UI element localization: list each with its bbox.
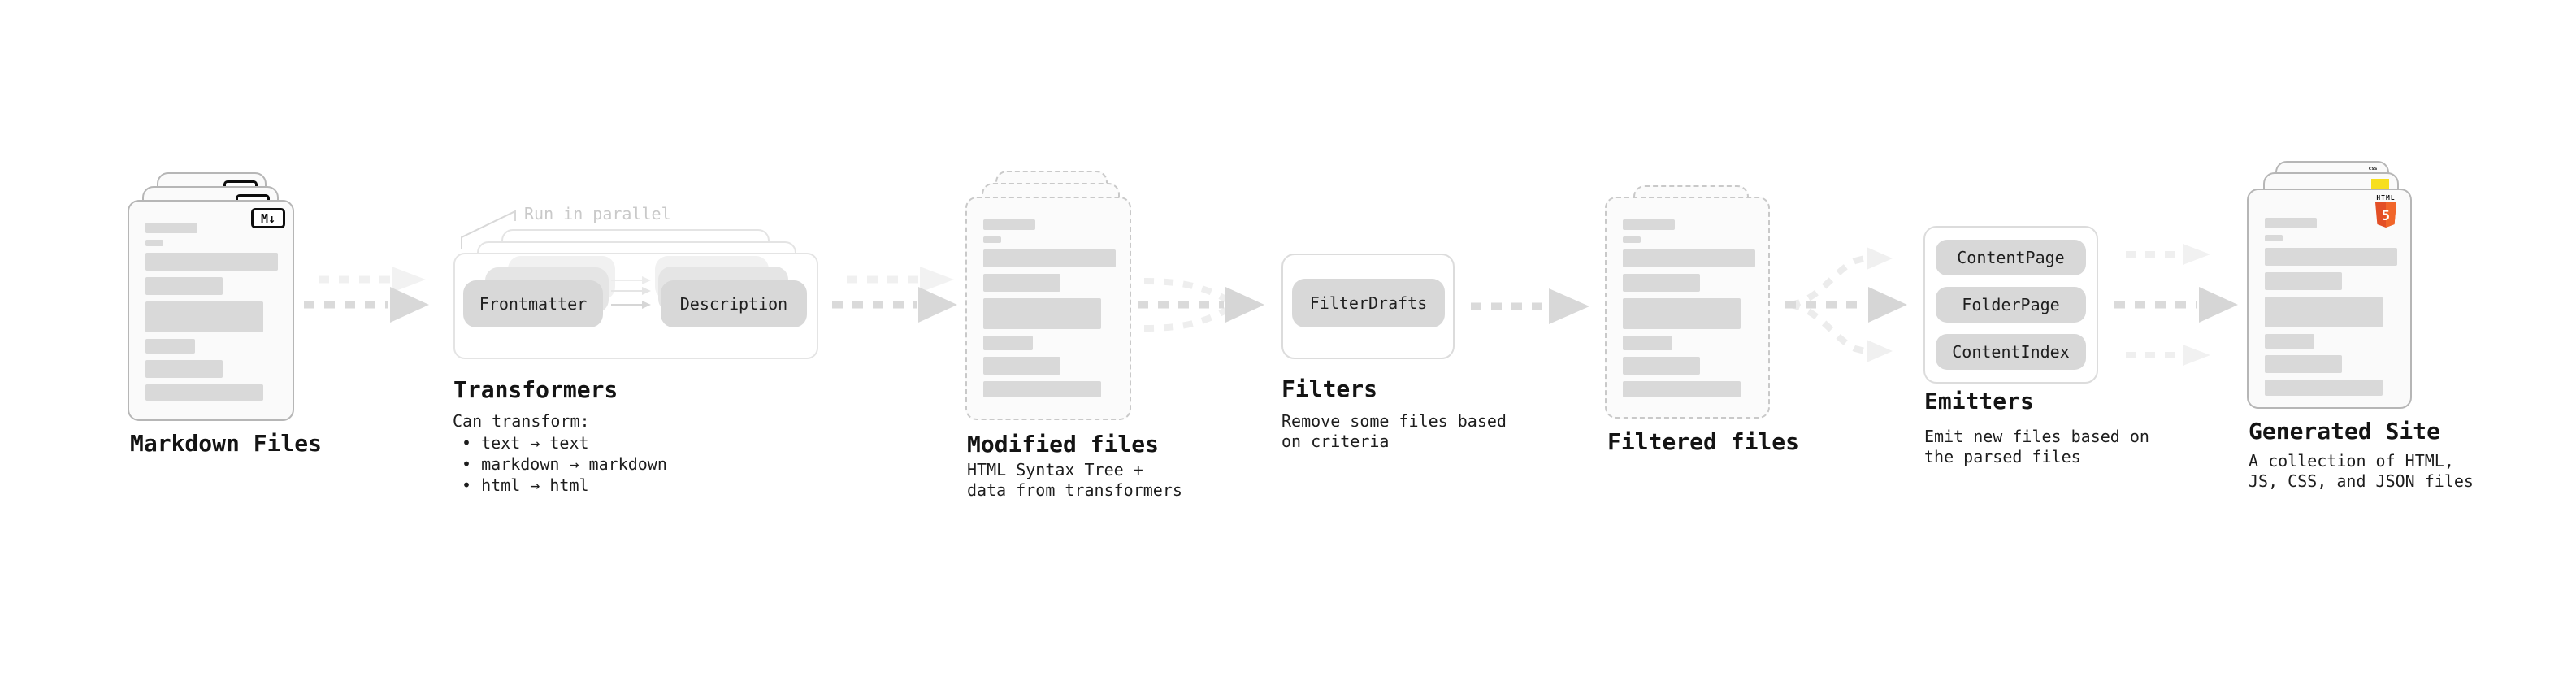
desc-line: JS, CSS, and JSON files <box>2249 471 2474 491</box>
filter-pill-label: FilterDrafts <box>1309 293 1428 313</box>
callout-line <box>461 210 516 249</box>
filter-pill-filterdrafts: FilterDrafts <box>1292 279 1445 327</box>
document-skeleton <box>2265 218 2397 396</box>
emitter-pill-folderpage: FolderPage <box>1936 287 2086 323</box>
text-line-placeholder <box>983 336 1033 350</box>
text-line-placeholder <box>2265 380 2383 396</box>
text-line-placeholder <box>1623 219 1675 230</box>
stage-title-transformers: Transformers <box>453 376 618 403</box>
text-line-placeholder <box>1623 274 1700 292</box>
text-line-placeholder <box>145 223 197 233</box>
transformers-bullet-list: • text → text • markdown → markdown • ht… <box>462 432 667 496</box>
js-icon <box>2371 179 2389 191</box>
text-line-placeholder <box>983 236 1001 243</box>
desc-line: Remove some files based <box>1281 411 1507 431</box>
site-file-html: HTML 5 <box>2247 189 2412 409</box>
text-line-placeholder <box>1623 298 1741 329</box>
transformer-pill-description: Description <box>661 280 807 327</box>
text-line-placeholder <box>983 274 1060 292</box>
bullet-item: • markdown → markdown <box>462 454 667 474</box>
transformer-pill-label: Description <box>679 294 788 314</box>
flow-arrow-icon <box>304 267 429 323</box>
text-line-placeholder <box>145 253 278 271</box>
triple-arrow-icon <box>2114 244 2238 366</box>
text-line-placeholder <box>983 381 1101 397</box>
parallel-note: Run in parallel <box>524 204 671 223</box>
text-line-placeholder <box>983 219 1035 230</box>
document-skeleton <box>145 223 278 401</box>
desc-line: data from transformers <box>967 480 1182 500</box>
stage-title-markdown-files: Markdown Files <box>130 430 323 457</box>
desc-line: on criteria <box>1281 432 1390 451</box>
desc-line: the parsed files <box>1924 447 2081 466</box>
desc-line: A collection of HTML, <box>2249 451 2454 471</box>
text-line-placeholder <box>145 301 263 332</box>
emitter-pill-label: ContentIndex <box>1952 342 2070 362</box>
filtered-file-front <box>1605 197 1770 419</box>
document-skeleton <box>1623 219 1755 397</box>
generated-site-desc: A collection of HTML, JS, CSS, and JSON … <box>2249 451 2474 492</box>
modified-file-front <box>965 197 1131 420</box>
stage-title-filtered-files: Filtered files <box>1607 428 1800 455</box>
text-line-placeholder <box>145 277 223 295</box>
text-line-placeholder <box>1623 236 1641 243</box>
transformer-pill-frontmatter: Frontmatter <box>463 280 603 327</box>
markdown-icon-label: M↓ <box>260 210 276 226</box>
text-line-placeholder <box>2265 218 2317 228</box>
split-arrow-icon <box>1785 247 1907 362</box>
merge-arrow-icon <box>1138 278 1264 332</box>
flow-arrow-icon <box>832 267 957 323</box>
text-line-placeholder <box>145 384 263 401</box>
text-line-placeholder <box>2265 297 2383 327</box>
text-line-placeholder <box>983 249 1116 267</box>
emitter-pill-contentindex: ContentIndex <box>1936 334 2086 370</box>
text-line-placeholder <box>983 357 1060 375</box>
transformer-pill-label: Frontmatter <box>479 294 588 314</box>
emitter-pill-label: ContentPage <box>1957 248 2065 267</box>
stage-title-filters: Filters <box>1281 375 1378 402</box>
markdown-file-front: M↓ <box>128 200 294 421</box>
text-line-placeholder <box>145 339 195 354</box>
text-line-placeholder <box>983 298 1101 329</box>
bullet-item: • text → text <box>462 433 589 453</box>
desc-line: Emit new files based on <box>1924 427 2149 446</box>
flow-arrow-icon <box>1471 288 1589 324</box>
modified-files-desc: HTML Syntax Tree + data from transformer… <box>967 460 1182 501</box>
emitter-pill-label: FolderPage <box>1962 295 2060 314</box>
text-line-placeholder <box>145 240 163 246</box>
svg-text:5: 5 <box>2382 208 2390 224</box>
html5-icon-word: HTML <box>2376 194 2396 202</box>
stage-title-modified-files: Modified files <box>967 431 1160 458</box>
css-icon-label: css <box>2368 166 2378 171</box>
bullet-item: • html → html <box>462 475 589 495</box>
emitters-panel: ContentPage FolderPage ContentIndex <box>1923 226 2098 384</box>
stage-title-generated-site: Generated Site <box>2249 418 2441 445</box>
document-skeleton <box>983 219 1116 397</box>
filters-desc: Remove some files based on criteria <box>1281 411 1507 452</box>
text-line-placeholder <box>2265 334 2314 349</box>
text-line-placeholder <box>2265 355 2342 373</box>
html5-icon: HTML 5 <box>2370 194 2402 232</box>
text-line-placeholder <box>1623 357 1700 375</box>
emitter-pill-contentpage: ContentPage <box>1936 240 2086 275</box>
markdown-icon: M↓ <box>251 208 285 228</box>
text-line-placeholder <box>1623 336 1672 350</box>
pill-arrows-icon <box>611 276 651 309</box>
html5-shield: 5 <box>2375 202 2396 228</box>
text-line-placeholder <box>1623 381 1741 397</box>
stage-title-emitters: Emitters <box>1924 388 2034 414</box>
text-line-placeholder <box>1623 249 1755 267</box>
text-line-placeholder <box>2265 235 2283 241</box>
desc-line: HTML Syntax Tree + <box>967 460 1143 479</box>
emitter-pill-list: ContentPage FolderPage ContentIndex <box>1925 228 2097 382</box>
transformers-desc-heading: Can transform: <box>453 411 590 431</box>
emitters-desc: Emit new files based on the parsed files <box>1924 427 2149 467</box>
text-line-placeholder <box>2265 248 2397 266</box>
text-line-placeholder <box>2265 272 2342 290</box>
text-line-placeholder <box>145 360 223 378</box>
